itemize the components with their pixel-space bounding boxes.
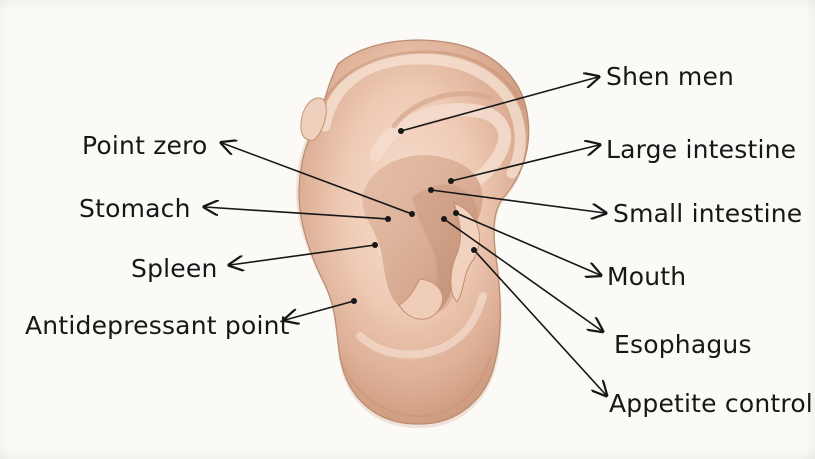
- small-intestine-point: [428, 187, 434, 193]
- shen-men-label: Shen men: [606, 63, 734, 91]
- mouth-point: [453, 210, 459, 216]
- large-intestine-point: [448, 178, 454, 184]
- spleen-point: [372, 242, 378, 248]
- large-intestine-label: Large intestine: [606, 136, 796, 164]
- esophagus-point: [441, 216, 447, 222]
- appetite-control-point: [471, 247, 477, 253]
- antidepressant-point-label: Antidepressant point: [25, 312, 290, 340]
- ear-shape: [296, 40, 529, 428]
- mouth-label: Mouth: [607, 263, 686, 291]
- shen-men-point: [398, 128, 404, 134]
- esophagus-label: Esophagus: [614, 331, 752, 359]
- small-intestine-label: Small intestine: [613, 200, 802, 228]
- stomach-label: Stomach: [79, 195, 191, 223]
- point-zero-point: [409, 211, 415, 217]
- spleen-label: Spleen: [131, 255, 218, 283]
- appetite-control-label: Appetite control: [609, 390, 813, 418]
- stomach-point: [385, 216, 391, 222]
- point-zero-label: Point zero: [82, 132, 208, 160]
- antidepressant-point-marker: [351, 298, 357, 304]
